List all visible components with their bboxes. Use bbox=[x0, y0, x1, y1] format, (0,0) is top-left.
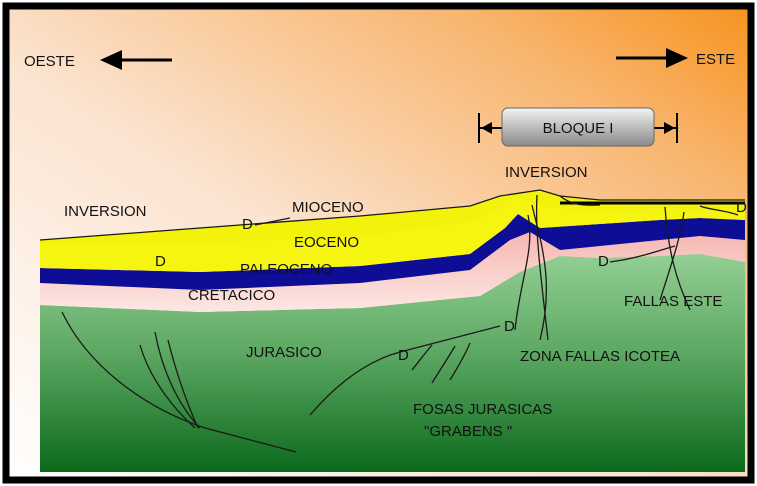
direction-east-label: ESTE bbox=[696, 51, 735, 68]
fault-markers: D D D D D D bbox=[155, 199, 747, 364]
fault-marker-d: D bbox=[736, 199, 747, 216]
fallas-este-label: FALLAS ESTE bbox=[624, 293, 722, 310]
eoceno-label: EOCENO bbox=[294, 234, 359, 251]
inversion-top-label: INVERSION bbox=[505, 164, 588, 181]
fault-marker-d: D bbox=[398, 347, 409, 364]
zona-fallas-icotea-label: ZONA FALLAS ICOTEA bbox=[520, 348, 680, 365]
fault-marker-d: D bbox=[155, 253, 166, 270]
jurasico-layer bbox=[40, 254, 745, 472]
eoceno-layer bbox=[40, 196, 745, 272]
cretacico-label: CRETACICO bbox=[188, 287, 275, 304]
cretacico-layer bbox=[40, 232, 745, 312]
fault-lines bbox=[61, 194, 739, 453]
block-indicator: BLOQUE I bbox=[478, 107, 678, 147]
fault-marker-d: D bbox=[242, 216, 253, 233]
inversion-left-label: INVERSION bbox=[64, 203, 147, 220]
fault-marker-d: D bbox=[504, 318, 515, 335]
block-label: BLOQUE I bbox=[543, 120, 614, 137]
fosas-jurasicas-label: FOSAS JURASICAS bbox=[413, 401, 552, 418]
paleoceno-layer bbox=[40, 214, 745, 290]
paleoceno-label: PALEOCENO bbox=[240, 261, 332, 278]
direction-west-label: OESTE bbox=[24, 53, 75, 70]
mioceno-label: MIOCENO bbox=[292, 199, 364, 216]
arrow-right-icon bbox=[616, 48, 688, 68]
grabens-label: "GRABENS " bbox=[424, 423, 512, 440]
arrow-left-icon bbox=[100, 50, 172, 70]
fault-marker-d: D bbox=[598, 253, 609, 270]
jurasico-label: JURASICO bbox=[246, 344, 322, 361]
